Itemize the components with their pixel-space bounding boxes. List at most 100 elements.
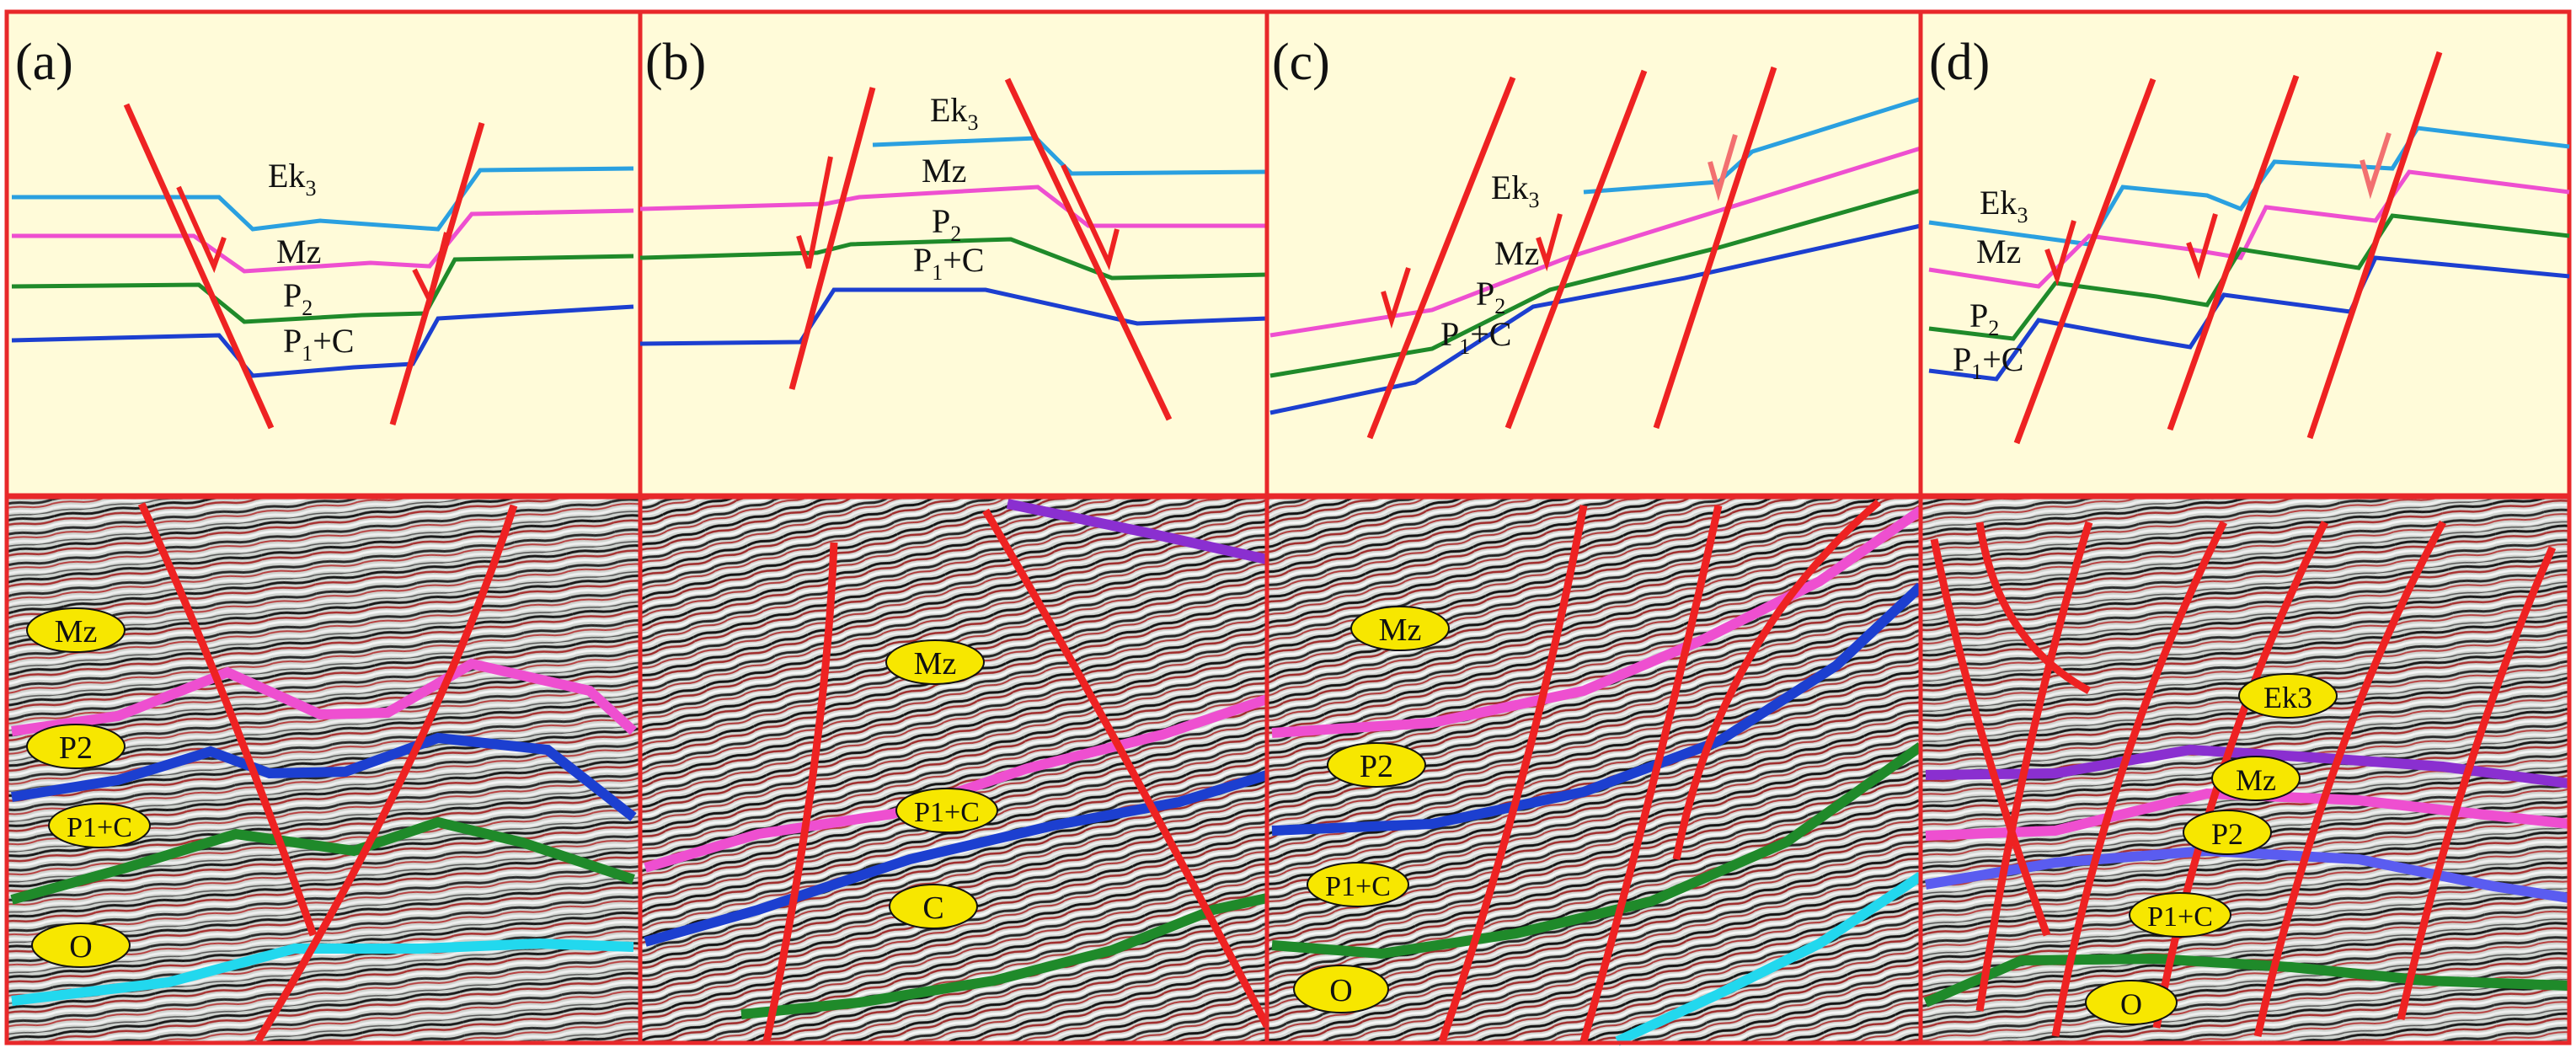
seismic-label: P1+C <box>895 788 998 833</box>
fault-arrow <box>1708 134 1738 201</box>
fault <box>137 502 318 937</box>
fault <box>788 87 876 390</box>
svg-text:P2: P2 <box>283 276 313 320</box>
horizon-mz <box>11 658 638 736</box>
svg-text:Mz: Mz <box>914 646 957 682</box>
fault <box>1930 538 2051 937</box>
panel-label-a: (a) <box>15 34 73 91</box>
fault <box>982 508 1271 1029</box>
label-p1c: P <box>1953 340 1971 378</box>
label-mz: Mz <box>276 233 321 270</box>
svg-text:Ek3: Ek3 <box>268 157 316 201</box>
horizon-ek3 <box>1583 97 1920 195</box>
seismic-label: Mz <box>26 607 126 653</box>
horizon-ek3 <box>12 166 634 232</box>
horizon-p2 <box>1269 188 1921 378</box>
label-p2: P <box>1969 297 1988 334</box>
svg-text:P2: P2 <box>59 730 93 766</box>
svg-text:O: O <box>2120 987 2142 1021</box>
label-mz: Mz <box>922 152 966 190</box>
horizon-p1c <box>644 770 1269 947</box>
seismic-panel-d: Ek3 Mz P2 P1+C O <box>1918 495 2572 1045</box>
fault-arrow <box>2044 220 2076 286</box>
fault <box>2253 520 2446 1038</box>
horizon-p1c <box>10 816 635 905</box>
svg-text:Mz: Mz <box>1379 612 1422 648</box>
horizon-p1c <box>639 287 1268 346</box>
horizon-p2 <box>1271 582 1925 836</box>
horizon-p1c <box>1269 223 1921 415</box>
svg-text:Mz: Mz <box>2236 763 2276 797</box>
horizon-mz <box>1269 146 1921 338</box>
svg-text:Ek3: Ek3 <box>1980 184 2028 227</box>
panel-label-d: (d) <box>1929 34 1990 91</box>
fault-arrow <box>1061 163 1120 270</box>
label-mz: Mz <box>1976 233 2021 270</box>
fault <box>2013 78 2156 445</box>
horizon-ek3-purple <box>1925 744 2570 789</box>
svg-text:Ek3: Ek3 <box>2263 681 2312 714</box>
horizon-p1c <box>1925 845 2570 903</box>
seismic-label: P2 <box>26 724 126 769</box>
panel-label-c: (c) <box>1272 34 1330 91</box>
svg-text:P2: P2 <box>1360 749 1393 784</box>
label-ek3: Ek <box>1491 168 1528 206</box>
svg-text:P1+C: P1+C <box>914 797 980 828</box>
seismic-label: Mz <box>1350 606 1450 651</box>
seismic-panel-b: Mz P1+C C <box>638 495 1271 1045</box>
label-p1c: P <box>1440 315 1459 353</box>
horizon-ek3 <box>872 136 1268 176</box>
svg-text:P2: P2 <box>2211 817 2243 851</box>
fault <box>1672 499 1881 860</box>
seismic-label: O <box>1293 965 1389 1013</box>
svg-text:Ek3: Ek3 <box>1491 168 1539 212</box>
fault <box>1366 76 1516 440</box>
fault <box>762 542 838 1042</box>
svg-text:O: O <box>1329 973 1352 1008</box>
label-p2: P <box>1476 275 1494 313</box>
fault <box>1653 66 1777 430</box>
schematic-panel-c: (c) Ek3 Mz P2 P1+C <box>1264 9 1923 498</box>
seismic-label: O <box>2085 980 2178 1025</box>
fault <box>1975 521 2092 694</box>
label-ek3: Ek <box>1980 184 2017 222</box>
panel-label-b: (b) <box>645 34 706 91</box>
svg-text:C: C <box>922 890 943 926</box>
horizon-p2 <box>1923 953 2570 1008</box>
svg-text:P1+C: P1+C <box>1325 871 1391 902</box>
label-p2: P <box>932 202 950 240</box>
fault-arrow <box>412 232 449 307</box>
label-p2: P <box>283 276 302 314</box>
horizon-o <box>1615 872 1924 1046</box>
svg-text:P2: P2 <box>1969 297 1999 340</box>
horizon-mz <box>12 208 634 274</box>
fault <box>1579 505 1723 1043</box>
label-mz: Mz <box>1494 234 1539 272</box>
horizon-p2 <box>11 254 634 324</box>
svg-text:P2: P2 <box>932 202 961 246</box>
fault <box>1504 69 1648 430</box>
seismic-label: P2 <box>2183 810 2272 855</box>
schematic-panel-a: (a) Ek3 Mz P2 P1+C <box>4 9 643 498</box>
schematic-panel-d: (d) Ek3 Mz P2 P1+C <box>1918 9 2572 498</box>
horizon-c <box>740 893 1269 1019</box>
label-p1c: P <box>283 322 302 360</box>
svg-text:Mz: Mz <box>55 614 98 650</box>
svg-text:P1+C: P1+C <box>283 322 355 366</box>
label-p1c: P <box>913 241 932 279</box>
svg-text:P1+C: P1+C <box>1953 340 2024 384</box>
svg-text:P2: P2 <box>1476 275 1505 318</box>
seismic-label: C <box>889 884 978 929</box>
fault-arrow <box>2186 213 2218 280</box>
schematic-panel-b: (b) Ek3 Mz P2 P1+C <box>638 9 1269 498</box>
seismic-label: P1+C <box>1307 862 1409 907</box>
svg-text:P1+C: P1+C <box>2147 901 2213 933</box>
horizon-p2 <box>639 237 1268 281</box>
fault-arrow <box>2360 132 2392 200</box>
horizon-p1c <box>11 304 634 378</box>
seismic-label: Mz <box>885 639 985 685</box>
horizon-mz <box>639 184 1267 228</box>
fault <box>1975 521 2093 1012</box>
horizon-p2 <box>11 732 637 821</box>
